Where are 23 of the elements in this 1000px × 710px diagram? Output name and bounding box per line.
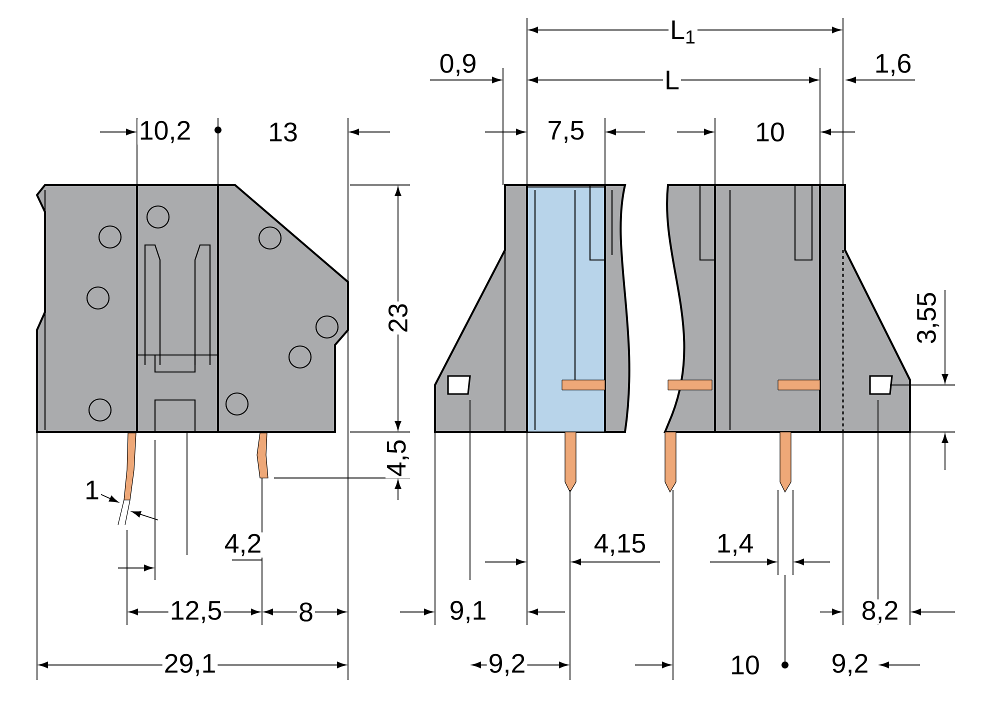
dimension-label: 3,55 (915, 290, 941, 346)
dimension-label: 12,5 (168, 599, 224, 625)
dimension-label: 9,1 (448, 599, 488, 625)
dimension-label: 9,2 (830, 652, 870, 678)
dimension-label: 4,2 (222, 532, 264, 558)
dimension-label: 9,2 (486, 652, 528, 678)
dimension-label: 4,5 (386, 438, 410, 478)
dimension-label: 29,1 (162, 652, 218, 678)
dimension-label: 10 (728, 654, 762, 676)
dimension-label: 13 (266, 120, 300, 144)
dimension-label: 7,5 (546, 120, 586, 144)
dimension-label: 8 (297, 600, 315, 624)
dimension-label: L$_{1}$ (668, 19, 698, 45)
dimension-label: 4,15 (592, 532, 648, 558)
dimension-label: 1,6 (872, 52, 914, 78)
dimension-label: 10,2 (137, 119, 193, 145)
dimension-label: 10 (754, 120, 786, 144)
dimension-label: 1,4 (714, 532, 756, 558)
dimension-label: 23 (386, 302, 410, 334)
dimension-label: L (663, 69, 681, 91)
dimension-label: 1 (83, 479, 101, 501)
dimension-label: 0,9 (438, 52, 478, 78)
dimension-label: 8,2 (860, 599, 900, 625)
